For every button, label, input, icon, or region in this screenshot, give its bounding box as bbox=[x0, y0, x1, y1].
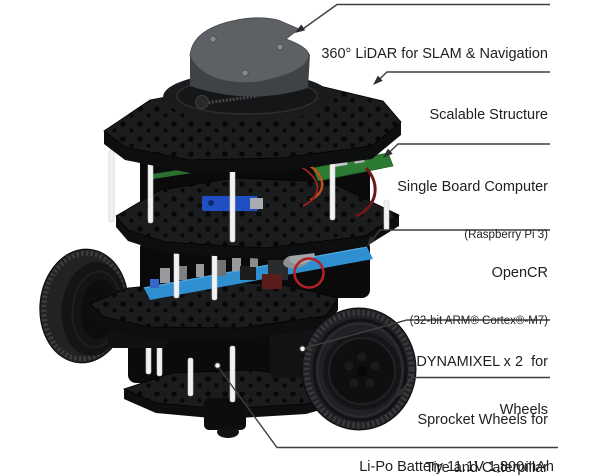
label-structure-text: Scalable Structure bbox=[429, 106, 548, 123]
label-single-board-computer: Single Board Computer (Raspberry Pi 3) bbox=[397, 148, 548, 274]
label-sbc-subtext: (Raspberry Pi 3) bbox=[464, 228, 548, 241]
label-scalable-structure: Scalable Structure bbox=[430, 76, 548, 156]
standoffs-middle bbox=[173, 243, 218, 301]
leader-sprocket bbox=[399, 376, 550, 394]
right-wheel bbox=[301, 307, 417, 431]
leader-dynamixel bbox=[305, 319, 550, 349]
circle-battery bbox=[213, 361, 222, 370]
leader-sbc bbox=[387, 143, 550, 155]
label-sprocket-wheels: Sprocket Wheels for Tire and Caterpillar bbox=[417, 381, 548, 476]
leader-lidar bbox=[299, 3, 550, 32]
wheel-bolt-holes bbox=[344, 352, 380, 388]
label-dynamixel-line1: DYNAMIXEL x 2 for bbox=[416, 353, 548, 370]
leader-opencr bbox=[370, 229, 550, 242]
label-sprocket-line1: Sprocket Wheels for bbox=[417, 411, 548, 428]
circle-dynamixel bbox=[298, 345, 307, 353]
arrow-sprocket bbox=[396, 388, 405, 398]
label-opencr-text: OpenCR bbox=[491, 264, 548, 281]
lidar-screw bbox=[276, 43, 284, 51]
label-sprocket-line2: Tire and Caterpillar bbox=[425, 459, 548, 476]
bottom-plate bbox=[122, 369, 350, 419]
label-opencr-subtext: (32-bit ARM® Cortex®-M7) bbox=[409, 314, 548, 327]
label-dynamixel: DYNAMIXEL x 2 for Wheels bbox=[416, 323, 548, 451]
lidar-unit bbox=[163, 17, 331, 122]
leader-end-circles bbox=[213, 345, 307, 370]
label-lipo-battery: Li-Po Battery 11.1V 1,800mAh bbox=[359, 428, 554, 476]
label-sbc-text: Single Board Computer bbox=[397, 178, 548, 195]
lidar-pulley bbox=[195, 95, 209, 109]
red-wire-loop bbox=[293, 257, 325, 289]
lidar-belt bbox=[197, 94, 259, 106]
second-plate bbox=[115, 177, 400, 259]
caster bbox=[204, 398, 246, 438]
arrow-sbc bbox=[383, 148, 393, 158]
label-lidar: 360° LiDAR for SLAM & Navigation bbox=[321, 15, 548, 95]
lidar-top-face bbox=[189, 17, 310, 83]
leader-battery bbox=[218, 367, 558, 449]
label-opencr: OpenCR (32-bit ARM® Cortex®-M7) bbox=[410, 234, 548, 360]
lidar-screw bbox=[241, 69, 249, 77]
arrow-opencr bbox=[367, 236, 376, 246]
arrow-lidar bbox=[295, 24, 306, 33]
label-lidar-text: 360° LiDAR for SLAM & Navigation bbox=[321, 45, 548, 62]
lidar-screw bbox=[209, 35, 217, 43]
arrow-structure bbox=[373, 75, 383, 85]
leader-lines bbox=[218, 3, 558, 449]
label-dynamixel-line2: Wheels bbox=[499, 401, 548, 418]
label-battery-text: Li-Po Battery 11.1V 1,800mAh bbox=[359, 458, 554, 475]
leader-arrowheads bbox=[295, 24, 405, 398]
standoffs-upper bbox=[108, 149, 390, 243]
